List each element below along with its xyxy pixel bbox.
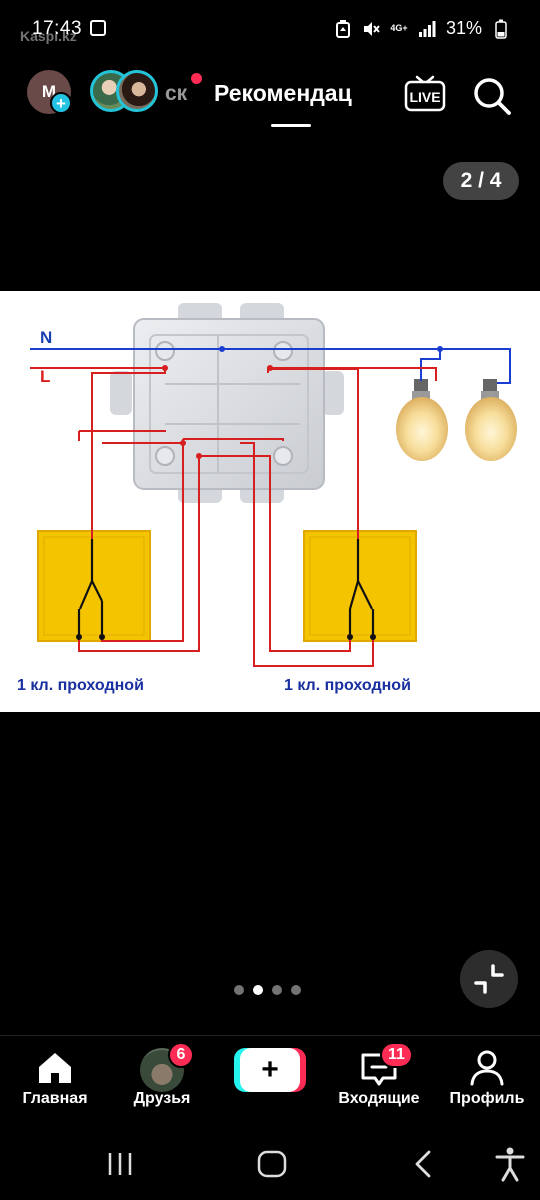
collapse-icon: [474, 964, 504, 994]
battery-saver-icon: [334, 19, 352, 38]
carousel-dot[interactable]: [272, 985, 282, 995]
search-button[interactable]: [470, 74, 514, 118]
carousel-dot-active[interactable]: [253, 985, 263, 995]
nav-friends[interactable]: 6 Друзья: [122, 1036, 202, 1126]
switch-contacts: [77, 539, 375, 637]
back-chevron-icon: [415, 1150, 431, 1178]
home-icon: [39, 1053, 71, 1083]
tab-following-partial[interactable]: ск: [165, 82, 188, 105]
battery-percent: 31%: [445, 18, 482, 38]
caption-switch-left: 1 кл. проходной: [17, 677, 144, 694]
story-avatar[interactable]: [116, 70, 158, 112]
junction-box: [110, 303, 344, 503]
add-story-icon[interactable]: +: [50, 92, 72, 114]
signal-icon: [418, 20, 436, 38]
following-stories[interactable]: [90, 70, 160, 114]
home-square-icon: [257, 1150, 287, 1178]
wiring-diagram: [30, 303, 517, 667]
nav-profile-label: Профиль: [449, 1090, 525, 1107]
battery-icon: [492, 19, 510, 39]
neutral-label: N: [40, 328, 53, 347]
notification-dot: [191, 73, 202, 84]
accessibility-button[interactable]: [488, 1142, 532, 1186]
home-system-button[interactable]: [250, 1142, 294, 1186]
status-time: 17:43: [32, 18, 83, 39]
create-button[interactable]: +: [234, 1036, 306, 1126]
mute-icon: [362, 20, 380, 38]
recent-apps-icon: [108, 1153, 132, 1175]
light-bulb-2: [465, 379, 517, 461]
profile-icon: [470, 1050, 504, 1086]
caption-switch-right: 1 кл. проходной: [284, 677, 411, 694]
nav-inbox[interactable]: 11 Входящие: [328, 1036, 430, 1126]
create-icon: +: [234, 1048, 306, 1092]
nav-friends-label: Друзья: [133, 1090, 191, 1107]
status-bar: 17:43 Kaspi.kz 4G+ 31%: [0, 0, 540, 60]
nav-profile[interactable]: Профиль: [442, 1036, 532, 1126]
status-icons: 4G+ 31%: [334, 18, 510, 39]
tab-recommendations[interactable]: Рекомендац: [214, 80, 352, 106]
accessibility-icon: [495, 1147, 525, 1182]
carousel-dots: [234, 985, 301, 995]
live-button[interactable]: LIVE: [403, 71, 447, 115]
recent-apps-button[interactable]: [98, 1142, 142, 1186]
inbox-badge: 11: [380, 1042, 413, 1068]
live-tv-icon: LIVE: [404, 75, 446, 112]
network-type: 4G+: [390, 23, 408, 33]
system-navigation-bar: [0, 1130, 540, 1200]
photo-page-counter: 2 / 4: [443, 162, 519, 200]
search-icon: [474, 78, 511, 115]
friends-badge: 6: [168, 1042, 194, 1068]
active-tab-indicator: [271, 124, 311, 127]
nav-home-label: Главная: [22, 1090, 88, 1107]
top-nav: M + ск Рекомендац LIVE: [0, 62, 540, 132]
carousel-dot[interactable]: [234, 985, 244, 995]
bottom-nav: Главная 6 Друзья + 11 Входящие Профиль: [0, 1035, 540, 1125]
watermark: Kaspi.kz: [20, 28, 77, 44]
neutral-wire: [30, 348, 511, 384]
gallery-icon: [90, 20, 106, 36]
wiring-diagram-image[interactable]: N L 1 кл. проходной 1 кл. проходной: [0, 291, 540, 712]
nav-inbox-label: Входящие: [338, 1090, 420, 1107]
carousel-dot[interactable]: [291, 985, 301, 995]
live-label: LIVE: [409, 89, 440, 105]
back-button[interactable]: [402, 1142, 446, 1186]
nav-home[interactable]: Главная: [14, 1036, 96, 1126]
light-bulb-1: [396, 379, 448, 461]
exit-fullscreen-button[interactable]: [460, 950, 518, 1008]
live-label: L: [40, 367, 51, 386]
